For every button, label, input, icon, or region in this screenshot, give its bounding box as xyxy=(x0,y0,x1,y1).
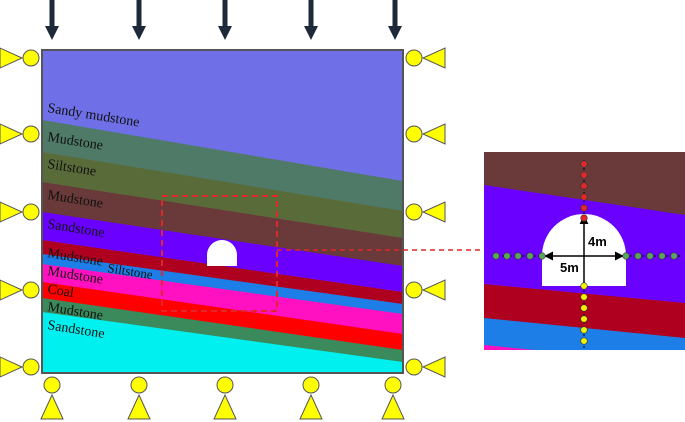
right-roller-circle xyxy=(405,281,423,299)
monitor-point-left-rib xyxy=(526,252,534,260)
monitor-point-right-rib xyxy=(658,252,666,260)
monitor-point-floor xyxy=(580,315,588,323)
left-roller-supports xyxy=(0,47,40,378)
monitor-point-roof xyxy=(580,193,588,201)
model-domain xyxy=(42,50,403,373)
right-roller-triangle xyxy=(421,123,446,145)
left-roller-circle xyxy=(22,203,40,221)
right-roller-circle xyxy=(405,203,423,221)
load-arrow-head xyxy=(45,26,59,40)
load-arrow-shaft xyxy=(222,0,228,28)
left-roller-triangle xyxy=(0,201,24,223)
detail-mudstone-pink xyxy=(484,345,685,350)
right-roller-triangle xyxy=(421,47,446,69)
left-roller-circle xyxy=(22,358,40,376)
bottom-pin-supports xyxy=(40,376,405,420)
detail-dimensions: 4m 5m xyxy=(544,215,624,286)
load-arrow-head xyxy=(218,26,232,40)
load-arrow-head xyxy=(304,26,318,40)
left-roller-triangle xyxy=(0,356,24,378)
right-roller-supports xyxy=(405,47,446,378)
load-arrow-head xyxy=(388,26,402,40)
right-roller-circle xyxy=(405,49,423,67)
monitoring-points xyxy=(492,160,680,348)
load-arrow-head xyxy=(132,26,146,40)
left-roller-circle xyxy=(22,125,40,143)
left-roller-triangle xyxy=(0,123,24,145)
monitor-point-right-rib xyxy=(634,252,642,260)
monitor-point-floor xyxy=(580,337,588,345)
left-roller-circle xyxy=(22,281,40,299)
monitor-point-floor xyxy=(580,282,588,290)
bottom-pin-triangle xyxy=(381,393,405,420)
bottom-pin-circle xyxy=(130,376,148,394)
load-arrow-shaft xyxy=(308,0,314,28)
monitor-point-roof xyxy=(580,171,588,179)
monitor-point-floor xyxy=(580,326,588,334)
right-roller-triangle xyxy=(421,279,446,301)
bottom-pin-circle xyxy=(43,376,61,394)
sandstone-layer-2 xyxy=(42,312,403,373)
monitor-point-right-rib xyxy=(646,252,654,260)
monitor-point-roof xyxy=(580,204,588,212)
right-roller-triangle xyxy=(421,356,446,378)
model-boundary xyxy=(41,49,404,374)
right-roller-triangle xyxy=(421,201,446,223)
bottom-pin-triangle xyxy=(299,393,323,420)
load-arrow-shaft xyxy=(136,0,142,28)
monitor-point-floor xyxy=(580,293,588,301)
right-roller-circle xyxy=(405,358,423,376)
monitor-point-roof xyxy=(580,182,588,190)
monitor-point-right-rib xyxy=(622,252,630,260)
monitor-point-right-rib xyxy=(670,252,678,260)
monitor-point-roof xyxy=(580,160,588,168)
right-roller-circle xyxy=(405,125,423,143)
bottom-pin-circle xyxy=(216,376,234,394)
label-siltstone-2: Siltstone xyxy=(107,260,155,282)
monitor-point-floor xyxy=(580,304,588,312)
monitor-point-left-rib xyxy=(503,252,511,260)
bottom-pin-triangle xyxy=(213,393,237,420)
monitor-point-left-rib xyxy=(492,252,500,260)
load-arrow-shaft xyxy=(49,0,55,28)
left-roller-triangle xyxy=(0,47,24,69)
monitor-point-left-rib xyxy=(514,252,522,260)
height-dimension-label: 4m xyxy=(588,234,607,249)
bottom-pin-triangle xyxy=(127,393,151,420)
tunnel-opening xyxy=(207,240,237,266)
bottom-pin-circle xyxy=(384,376,402,394)
bottom-pin-circle xyxy=(302,376,320,394)
width-dimension-label: 5m xyxy=(560,260,579,275)
left-roller-triangle xyxy=(0,279,24,301)
load-arrows xyxy=(45,0,402,40)
load-arrow-shaft xyxy=(392,0,398,28)
left-roller-circle xyxy=(22,49,40,67)
label-coal: Coal xyxy=(46,282,75,301)
zoom-region-box xyxy=(161,195,278,312)
monitor-point-left-rib xyxy=(538,252,546,260)
bottom-pin-triangle xyxy=(40,393,64,420)
monitor-point-roof xyxy=(580,214,588,222)
